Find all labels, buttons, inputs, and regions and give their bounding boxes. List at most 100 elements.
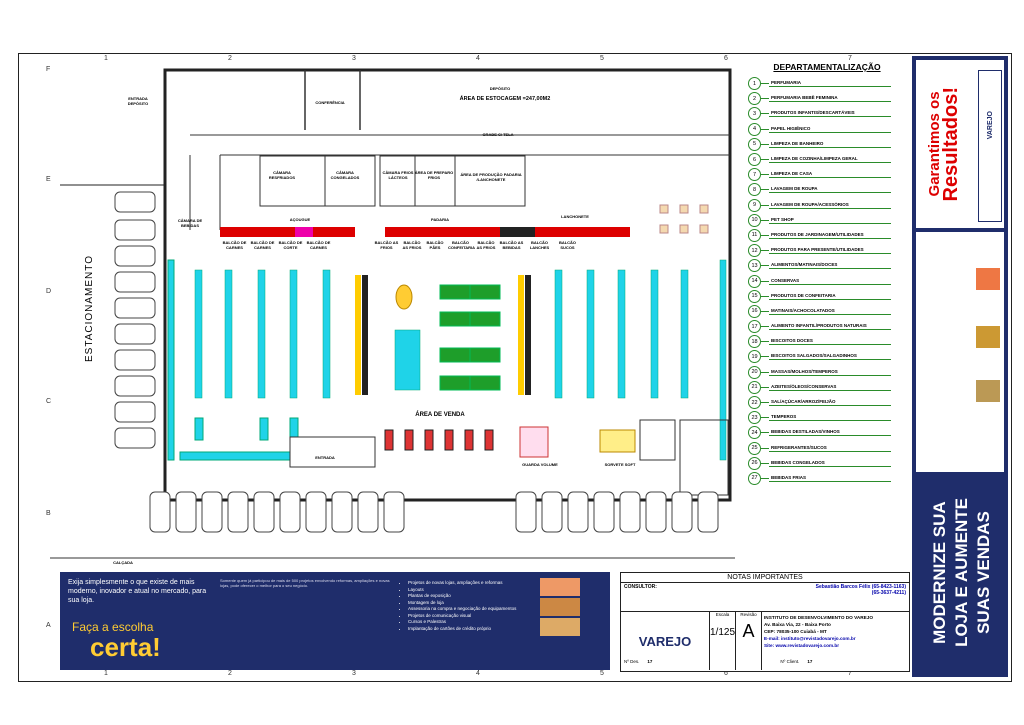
legend-label: BEBIDAS FRIAS (769, 475, 891, 482)
promo-intro: Exija simplesmente o que existe de mais … (68, 579, 207, 604)
grid-col-2-bottom: 2 (228, 670, 232, 677)
legend-number: 4 (748, 122, 761, 136)
legend-item: 13 ALIMENTOS/MATINAIS/DOCES (748, 258, 906, 273)
legend-label: LIMPEZA DE COZINHA/LIMPEZA GERAL (769, 156, 891, 164)
promo-banner: Exija simplesmente o que existe de mais … (60, 572, 610, 670)
legend-number: 2 (748, 92, 761, 106)
grid-col-6-bottom: 6 (724, 670, 728, 677)
label-entrada-deposito: ENTRADA DEPÓSITO (127, 96, 149, 106)
label-area-preparo: ÁREA DE PREPARO FRIOS (414, 170, 454, 180)
label-conferencia: CONFERÊNCIA (315, 100, 345, 105)
label-sorvete: SORVETE SOFT (604, 462, 636, 467)
legend-item: 17 ALIMENTO INFANTIL/PRODUTOS NATURAIS (748, 319, 906, 334)
grid-row-e: E (46, 176, 51, 183)
grid-row-f: F (46, 66, 51, 73)
legend-item: 6 LIMPEZA DE COZINHA/LIMPEZA GERAL (748, 152, 906, 167)
legend-connector (761, 143, 769, 145)
legend-label: ALIMENTOS/MATINAIS/DOCES (769, 262, 891, 270)
promo-certa: certa! (90, 632, 161, 662)
legend-number: 3 (748, 107, 761, 121)
grid-row-d: D (46, 288, 52, 295)
promo-photo-1 (540, 578, 580, 596)
legend-label: PRODUTOS PARA PRESENTE/UTILIDADES (769, 247, 891, 255)
grid-col-7: 7 (848, 55, 852, 62)
title-block-row: VAREJO Escala 1/125 Revisão A INSTITUTO … (621, 612, 909, 670)
legend-item: 27 BEBIDAS FRIAS (748, 471, 906, 486)
promo-photo-3 (540, 618, 580, 636)
counter-label: BALCÃO AS FRIOS (402, 240, 422, 250)
legend-number: 27 (748, 471, 761, 485)
legend-label: MASSAS/MOLHOS/TEMPEROS (769, 369, 891, 376)
legend-connector (761, 128, 769, 130)
legend-connector (761, 356, 769, 358)
legend-connector (761, 83, 769, 85)
service-item: Layouts (408, 587, 538, 594)
headline-box: Garantimos os Resultados! (918, 64, 968, 224)
legend-label: SAL/AÇÚCAR/ARROZ/FEIJÃO (769, 399, 891, 407)
grid-col-1-bottom: 1 (104, 670, 108, 677)
legend-label: REFRIGERANTES/SUCOS (769, 445, 891, 452)
legend-connector (761, 417, 769, 419)
legend-number: 14 (748, 274, 761, 288)
grid-row-a: A (46, 622, 51, 629)
notes-title-block: NOTAS IMPORTANTES CONSULTOR: Sebastião B… (620, 572, 910, 672)
service-item: Projetos de novas lojas, ampliações e re… (408, 580, 538, 587)
service-item: Projetos de comunicação visual (408, 613, 538, 620)
counter-label: BALCÃO AS BEBIDAS (499, 240, 524, 250)
bottom-line-2: LOJA E AUMENTE (952, 498, 971, 647)
legend-number: 17 (748, 320, 761, 334)
institute-site: Site: www.revistadovarejo.com.br (764, 643, 840, 648)
legend-number: 26 (748, 456, 761, 470)
label-acougue: AÇOUGUE (289, 217, 311, 222)
side-bottom-text: MODERNIZE SUA LOJA E AUMENTE SUAS VENDAS (918, 470, 1006, 675)
institute-address: Av. Baixa Via, 22 - Baixa Porto (764, 622, 831, 627)
legend-connector (761, 219, 769, 221)
grid-col-5: 5 (600, 55, 604, 62)
counter-label: BALCÃO DE CARNES (250, 240, 275, 250)
legend-label: ALIMENTO INFANTIL/PRODUTOS NATURAIS (769, 323, 891, 331)
institute-email: E-mail: instituto@revistadovarejo.com.br (764, 636, 856, 641)
label-grade-tela: GRADE C/ TELA (482, 132, 514, 137)
legend-label: MATINAIS/ACHOCOLATADOS (769, 308, 891, 315)
legend-connector (761, 98, 769, 100)
legend-connector (761, 447, 769, 449)
counter-label: BALCÃO AS FRIOS (374, 240, 399, 250)
institute-name: INSTITUTO DE DESENVOLVIMENTO DO VAREJO (764, 615, 874, 620)
legend-connector (761, 189, 769, 191)
drawing-frame (18, 53, 1012, 682)
photo-thumb-2 (976, 326, 1000, 348)
legend-number: 13 (748, 259, 761, 273)
grid-col-1: 1 (104, 55, 108, 62)
legend-number: 20 (748, 365, 761, 379)
grid-col-4: 4 (476, 55, 480, 62)
label-deposito: DEPÓSITO (489, 86, 511, 91)
promo-faca: Faça a escolha (72, 620, 154, 634)
consultor-phone: (65-3637-4211) (871, 590, 906, 596)
promo-photo-2 (540, 598, 580, 616)
counter-label: BALCÃO DE CORTE (278, 240, 303, 250)
legend-number: 11 (748, 228, 761, 242)
label-camara-bebidas: CÂMARA DE BEBIDAS (177, 218, 203, 228)
legend-number: 15 (748, 289, 761, 303)
legend-connector (761, 462, 769, 464)
consultor-row: CONSULTOR: Sebastião Barcos Félix (65-84… (621, 583, 909, 612)
legend-connector (761, 280, 769, 282)
legend-connector (761, 477, 769, 479)
legend-connector (761, 432, 769, 434)
legend-connector (761, 113, 769, 115)
escala-label: Escala (715, 612, 730, 617)
legend-connector (761, 310, 769, 312)
legend-number: 6 (748, 153, 761, 167)
legend-connector (761, 371, 769, 373)
